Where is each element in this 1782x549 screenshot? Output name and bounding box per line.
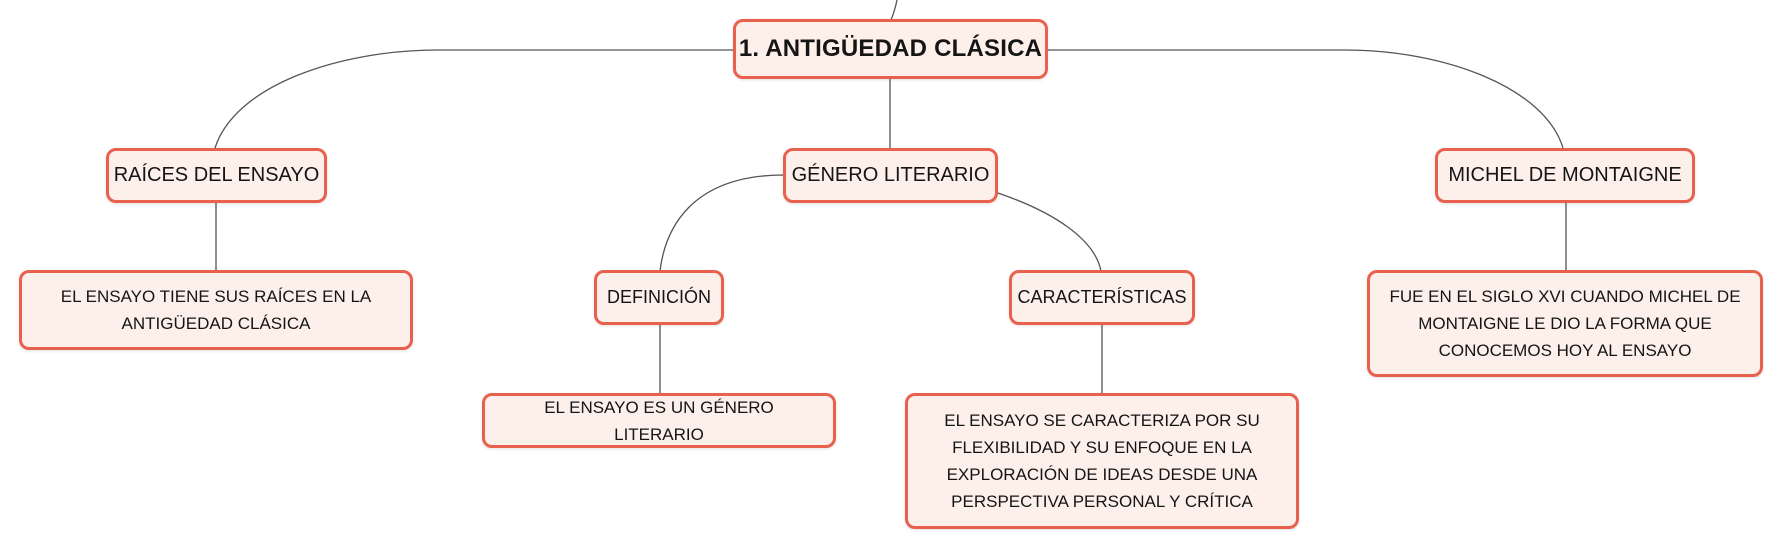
leaf-montaigne-text: FUE EN EL SIGLO XVI CUANDO MICHEL DE MON… [1389, 287, 1741, 360]
leaf-raices-text: EL ENSAYO TIENE SUS RAÍCES EN LA ANTIGÜE… [60, 287, 372, 333]
node-genero-literario[interactable]: GÉNERO LITERARIO [783, 148, 998, 203]
node-raices-del-ensayo[interactable]: RAÍCES DEL ENSAYO [106, 148, 327, 203]
root-node[interactable]: 1. ANTIGÜEDAD CLÁSICA [733, 19, 1048, 79]
connector-root-raices [214, 49, 735, 149]
leaf-raices[interactable]: EL ENSAYO TIENE SUS RAÍCES EN LA ANTIGÜE… [19, 270, 413, 350]
root-node-label: 1. ANTIGÜEDAD CLÁSICA [738, 35, 1043, 62]
node-caracteristicas[interactable]: CARACTERÍSTICAS [1009, 270, 1195, 325]
node-michel-de-montaigne[interactable]: MICHEL DE MONTAIGNE [1435, 148, 1695, 203]
node-raices-del-ensayo-label: RAÍCES DEL ENSAYO [113, 164, 320, 186]
leaf-caracteristicas-text: EL ENSAYO SE CARACTERIZA POR SU FLEXIBIL… [944, 411, 1260, 511]
leaf-montaigne[interactable]: FUE EN EL SIGLO XVI CUANDO MICHEL DE MON… [1367, 270, 1763, 377]
connector-genero-definicion [659, 174, 785, 272]
connector-genero-caracteristicas [994, 191, 1102, 272]
node-definicion-label: DEFINICIÓN [607, 287, 712, 307]
leaf-caracteristicas[interactable]: EL ENSAYO SE CARACTERIZA POR SU FLEXIBIL… [905, 393, 1299, 529]
leaf-definicion-text: EL ENSAYO ES UN GÉNERO LITERARIO [544, 397, 774, 444]
node-caracteristicas-label: CARACTERÍSTICAS [1017, 287, 1187, 307]
node-genero-literario-label: GÉNERO LITERARIO [791, 164, 990, 186]
node-michel-de-montaigne-label: MICHEL DE MONTAIGNE [1448, 164, 1682, 186]
connector-root-parent [890, 0, 898, 21]
node-definicion[interactable]: DEFINICIÓN [594, 270, 724, 325]
connector-root-montaigne [1046, 49, 1564, 149]
leaf-definicion[interactable]: EL ENSAYO ES UN GÉNERO LITERARIO [482, 393, 836, 448]
